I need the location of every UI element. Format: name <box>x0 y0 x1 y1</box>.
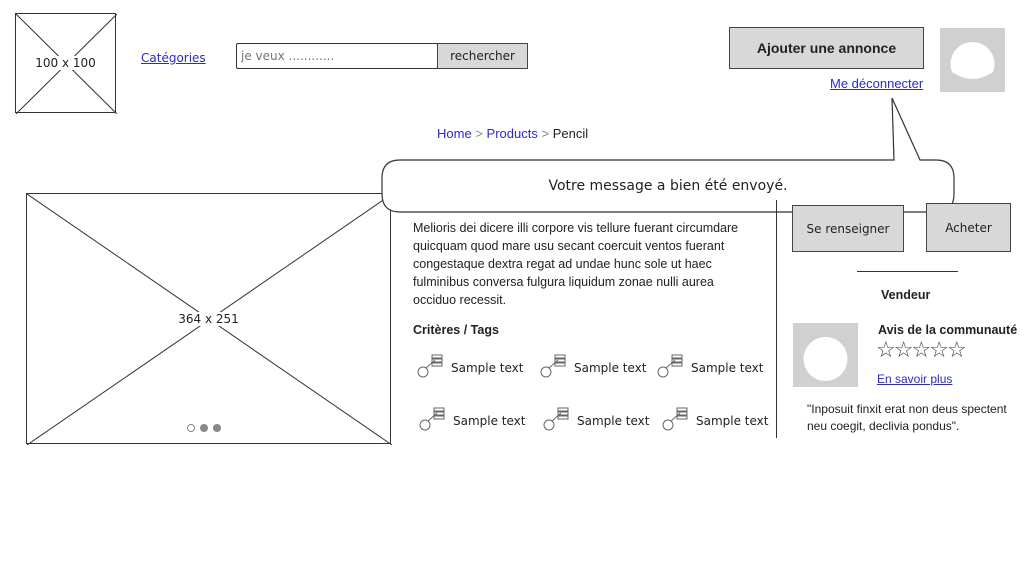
breadcrumb-home[interactable]: Home <box>437 126 472 141</box>
key-database-icon <box>419 407 445 431</box>
carousel-dot-2[interactable] <box>200 424 208 432</box>
tag-item[interactable]: Sample text <box>660 407 769 435</box>
categories-link[interactable]: Catégories <box>141 51 206 65</box>
toast-message: Votre message a bien été envoyé. <box>548 178 788 194</box>
product-description: Melioris dei dicere illi corpore vis tel… <box>413 221 739 307</box>
breadcrumb-products[interactable]: Products <box>486 126 538 141</box>
star-icon[interactable]: ☆ <box>876 338 896 363</box>
tag-item[interactable]: Sample text <box>417 407 526 435</box>
tag-label: Sample text <box>453 414 526 428</box>
gallery-size-label: 364 x 251 <box>176 312 241 326</box>
tags-grid: Sample text Sample text Sample text Samp… <box>415 352 770 442</box>
seller-divider <box>857 271 958 272</box>
tag-item[interactable]: Sample text <box>415 354 524 382</box>
breadcrumb: Home > Products > Pencil <box>437 126 588 141</box>
logo-placeholder[interactable]: 100 x 100 <box>15 13 117 114</box>
key-database-icon <box>540 354 566 378</box>
star-icon[interactable]: ☆ <box>929 338 949 363</box>
star-icon[interactable]: ☆ <box>893 338 914 363</box>
toast-callout <box>381 98 955 213</box>
breadcrumb-separator: > <box>541 126 550 141</box>
tag-item[interactable]: Sample text <box>655 354 764 382</box>
star-icon[interactable]: ☆ <box>911 338 931 363</box>
learn-more-link[interactable]: En savoir plus <box>877 372 953 386</box>
product-image-gallery[interactable]: 364 x 251 <box>26 193 392 445</box>
avatar-person-icon <box>803 337 848 381</box>
tag-label: Sample text <box>451 361 524 375</box>
tag-label: Sample text <box>577 414 650 428</box>
search-input[interactable] <box>236 43 438 69</box>
user-avatar[interactable] <box>940 28 1005 92</box>
add-ad-button[interactable]: Ajouter une annonce <box>729 27 924 69</box>
tag-label: Sample text <box>574 361 647 375</box>
key-database-icon <box>417 354 443 378</box>
key-database-icon <box>543 407 569 431</box>
search-button[interactable]: rechercher <box>437 43 528 69</box>
rating-stars[interactable]: ☆☆☆☆☆ <box>876 338 967 363</box>
breadcrumb-separator: > <box>475 126 483 141</box>
inquire-button[interactable]: Se renseigner <box>792 205 904 252</box>
tag-label: Sample text <box>696 414 769 428</box>
avatar-person-icon <box>950 42 995 92</box>
breadcrumb-current: Pencil <box>552 126 589 141</box>
seller-heading: Vendeur <box>881 288 931 302</box>
buy-button[interactable]: Acheter <box>926 203 1011 252</box>
carousel-dot-1[interactable] <box>187 424 195 432</box>
tags-heading: Critères / Tags <box>413 323 499 337</box>
seller-avatar[interactable] <box>793 323 858 387</box>
column-divider <box>776 200 777 438</box>
seller-quote: "Inposuit finxit erat non deus spectent … <box>807 402 1007 433</box>
logout-link[interactable]: Me déconnecter <box>830 76 924 91</box>
tag-label: Sample text <box>691 361 764 375</box>
carousel-dots <box>187 424 221 432</box>
tag-item[interactable]: Sample text <box>538 354 647 382</box>
key-database-icon <box>662 407 688 431</box>
key-database-icon <box>657 354 683 378</box>
tag-item[interactable]: Sample text <box>541 407 650 435</box>
carousel-dot-3[interactable] <box>213 424 221 432</box>
logo-size-label: 100 x 100 <box>33 56 98 70</box>
star-icon[interactable]: ☆ <box>946 338 967 363</box>
community-heading: Avis de la communauté <box>878 323 1018 337</box>
